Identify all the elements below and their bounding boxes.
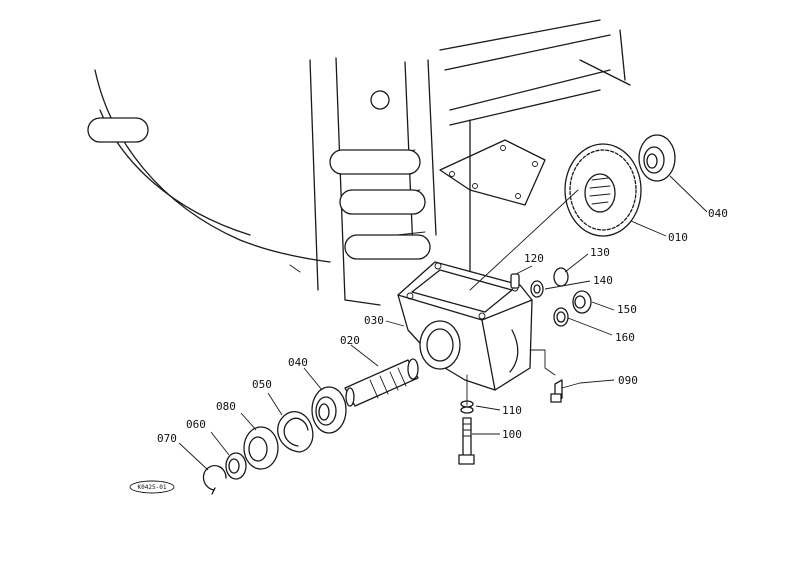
part-label-050: 050	[252, 378, 272, 391]
shaft-part-020	[344, 358, 419, 407]
part-label-160: 160	[615, 331, 635, 344]
part-label-150: 150	[617, 303, 637, 316]
gear-part-010	[564, 143, 642, 237]
part-label-020: 020	[340, 334, 360, 347]
bearing-part-040-upper	[638, 134, 676, 182]
bearing-part-040-lower	[311, 386, 347, 434]
bolt-part-100	[458, 417, 475, 465]
part-label-060: 060	[186, 418, 206, 431]
plug-part-130	[553, 267, 569, 287]
part-label-120: 120	[524, 252, 544, 265]
housing-part-030	[397, 261, 533, 391]
part-label-100: 100	[502, 428, 522, 441]
part-label-130: 130	[590, 246, 610, 259]
oil-seal-part-080	[243, 426, 279, 470]
part-label-080: 080	[216, 400, 236, 413]
part-label-040: 040	[708, 207, 728, 220]
leader-lines	[178, 175, 708, 471]
pin-part-120	[510, 273, 520, 289]
bolt-part-090	[550, 379, 581, 403]
part-label-070: 070	[157, 432, 177, 445]
part-labels: 010 020 030 040 040 050 060 070 080 090 100 110 120 1…	[157, 207, 728, 445]
mounting-pad	[439, 139, 546, 206]
collar-part-060	[225, 452, 247, 480]
case-bosses	[87, 90, 431, 260]
reference-code: K0425-01	[138, 484, 167, 491]
snap-ring-part-070	[202, 464, 227, 495]
washer-part-140	[530, 280, 544, 298]
part-label-090: 090	[618, 374, 638, 387]
snap-ring-part-050	[277, 411, 314, 453]
part-label-140: 140	[593, 274, 613, 287]
part-label-010: 010	[668, 231, 688, 244]
assembly-guide-lines	[466, 189, 579, 406]
part-label-040: 040	[288, 356, 308, 369]
reference-code-tag: K0425-01	[129, 480, 175, 494]
o-ring-part-160	[553, 307, 569, 327]
part-label-030: 030	[364, 314, 384, 327]
part-label-110: 110	[502, 404, 522, 417]
plug-part-150	[572, 290, 592, 314]
